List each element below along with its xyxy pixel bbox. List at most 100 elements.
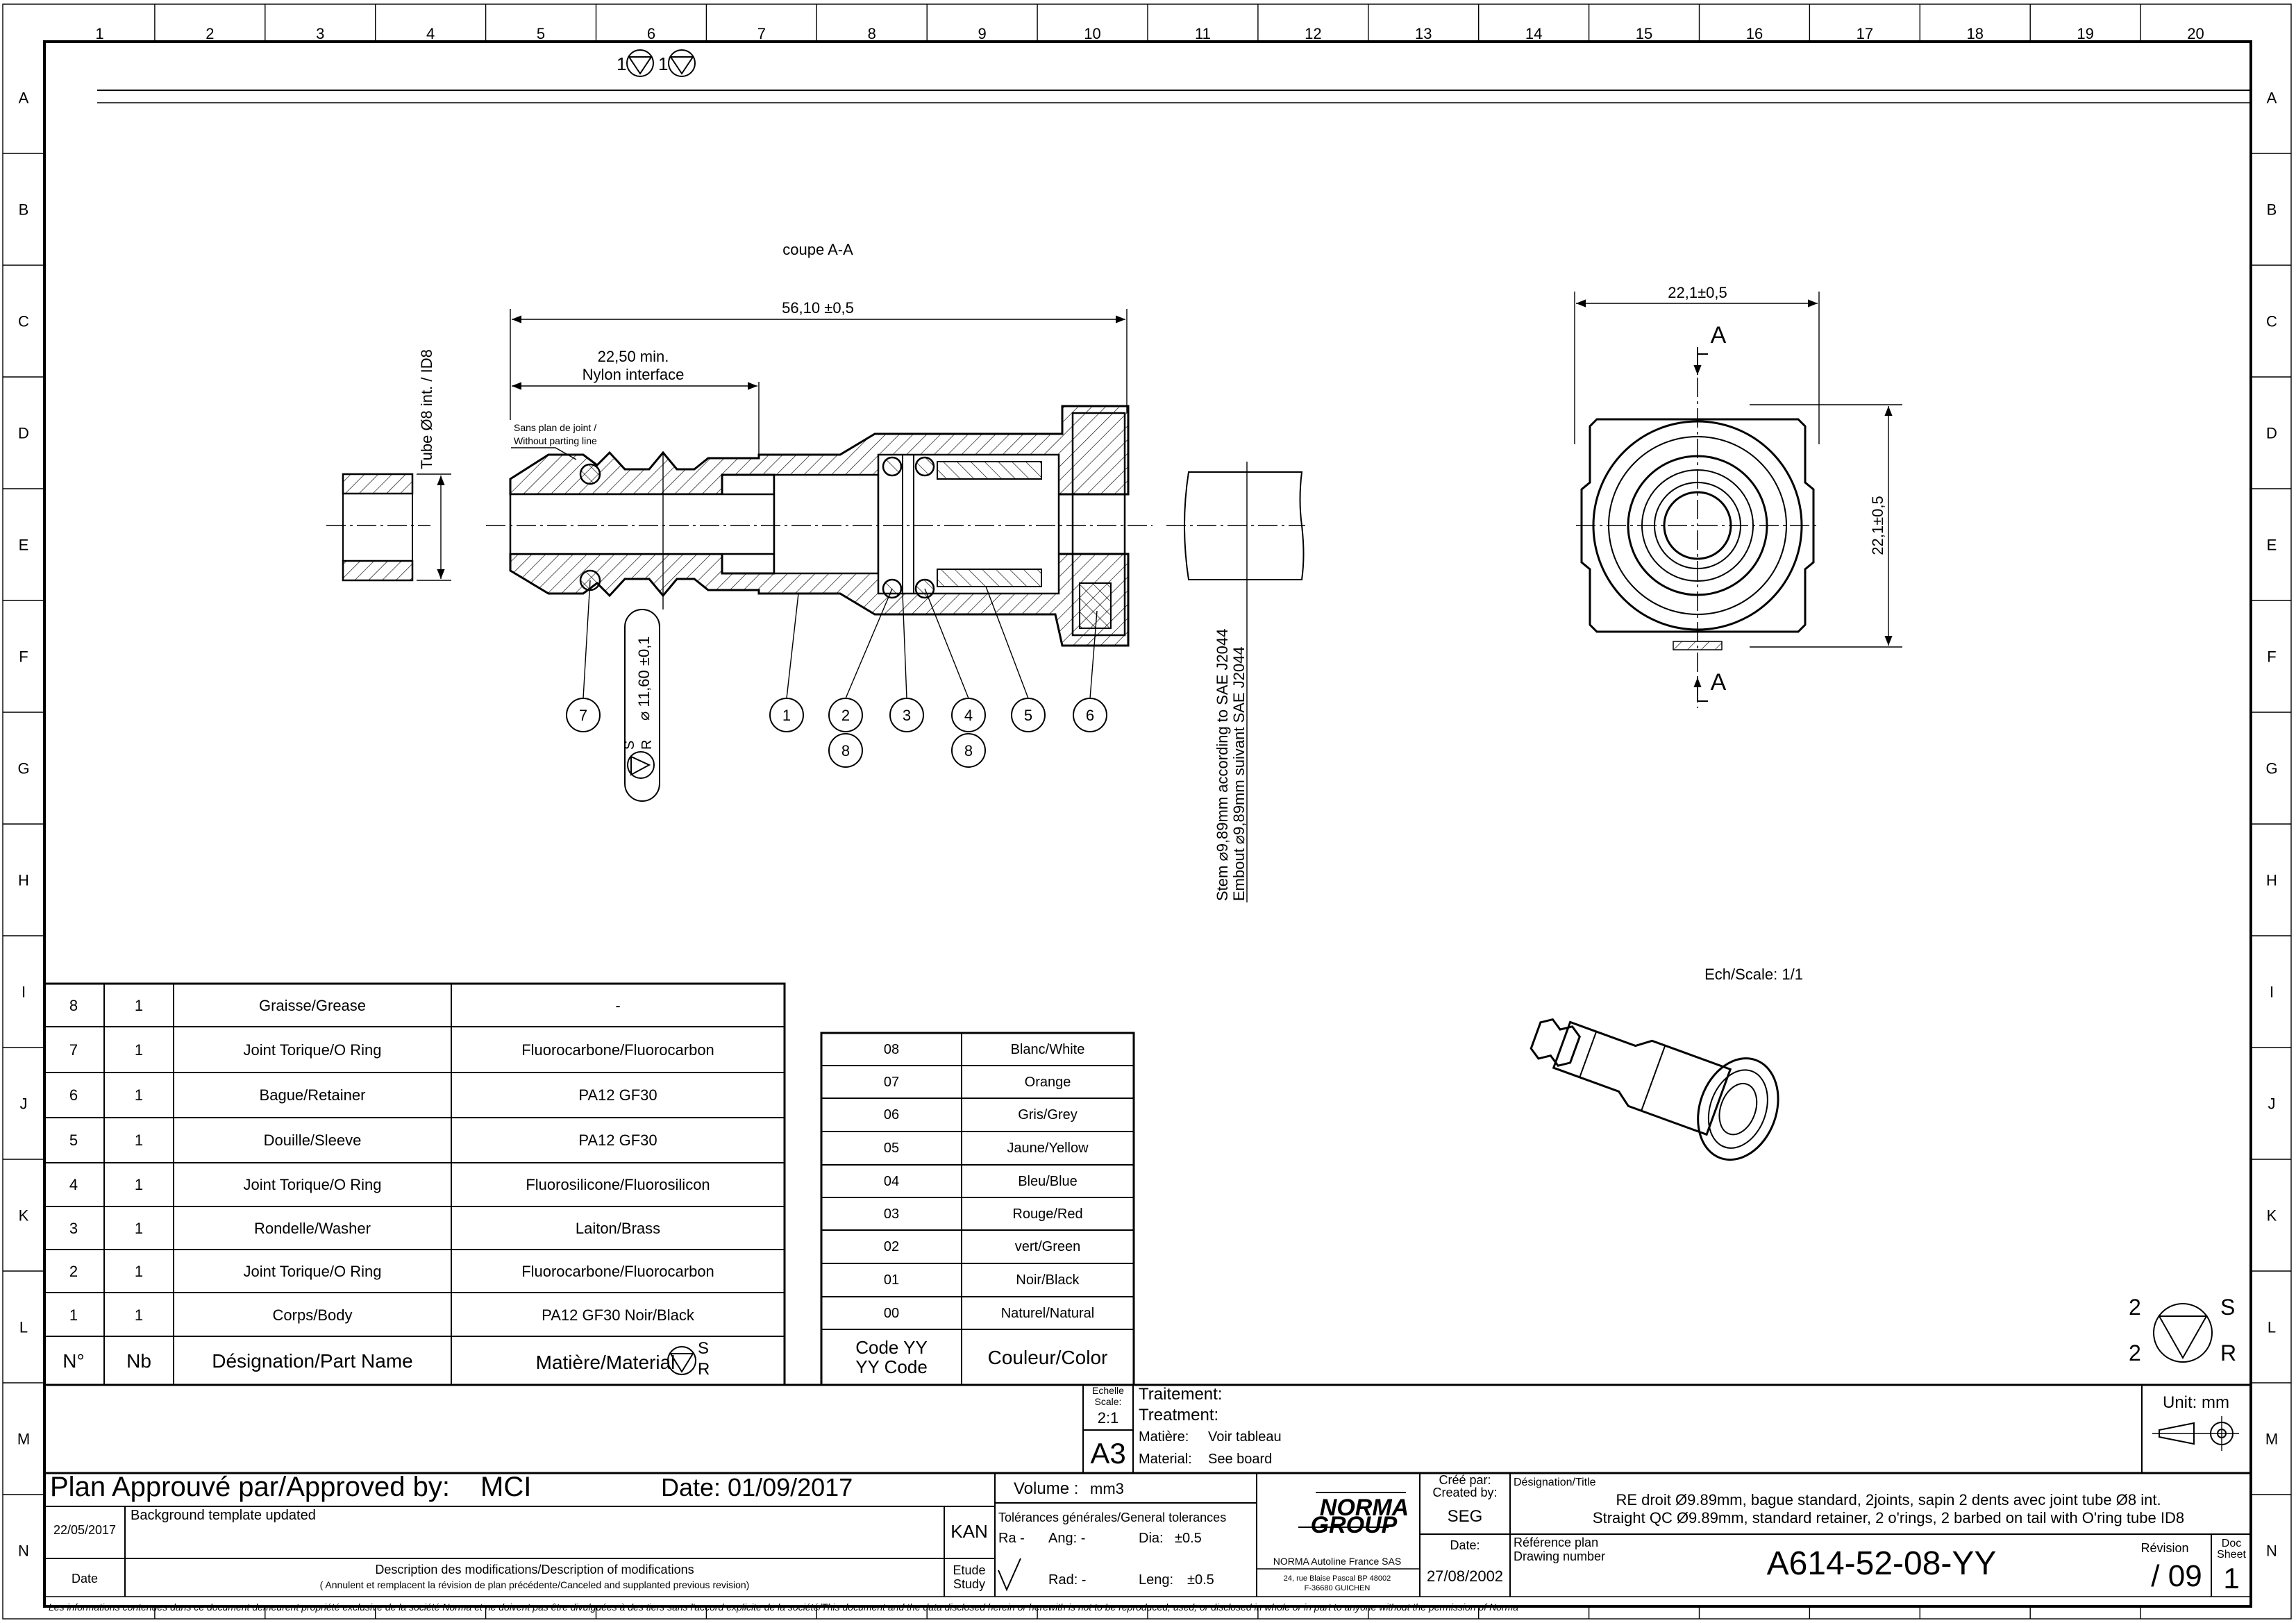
grid-row-label-right: C <box>2266 313 2277 330</box>
grid-row-label-left: D <box>18 425 29 442</box>
grid-column-label: 14 <box>1525 25 1542 42</box>
iso-scale-label: Ech/Scale: 1/1 <box>1704 966 1803 983</box>
nylon-dim: 22,50 min. <box>598 348 669 365</box>
roughness-check-icon <box>998 1558 1021 1592</box>
grid-column-label: 10 <box>1084 25 1100 42</box>
part-row-5-nb: 1 <box>135 1132 143 1149</box>
sheet-label-2: Sheet <box>2217 1549 2246 1561</box>
sheet-frame <box>2 3 2292 1620</box>
color-row-05-color: Jaune/Yellow <box>1007 1141 1089 1156</box>
part-row-4-nb: 1 <box>135 1176 143 1193</box>
grid-row-label-left: C <box>18 313 29 330</box>
rev-date: 22/05/2017 <box>53 1523 116 1537</box>
tolerance-len-label: Leng: <box>1139 1572 1173 1588</box>
balloon-8a: 8 <box>841 742 850 759</box>
color-row-07-color: Orange <box>1025 1075 1071 1090</box>
unit-label: Unit: mm <box>2163 1393 2229 1412</box>
created-date: 27/08/2002 <box>1427 1567 1503 1585</box>
front-outline <box>1580 418 1815 633</box>
grid-row-label-left: L <box>19 1319 28 1336</box>
grid-row-label-right: J <box>2268 1095 2276 1113</box>
format-value: A3 <box>1090 1437 1125 1470</box>
approved-date: Date: 01/09/2017 <box>661 1473 853 1502</box>
scale-label-2: Scale: <box>1095 1396 1122 1407</box>
grid-row-label-left: H <box>18 872 29 889</box>
grid-column-label: 12 <box>1305 25 1321 42</box>
created-label-en: Created by: <box>1432 1486 1497 1499</box>
part-row-6-name: Bague/Retainer <box>260 1086 366 1104</box>
study-fr: Etude <box>953 1563 985 1577</box>
grid-row-label-right: M <box>2265 1431 2278 1448</box>
created-label-fr: Créé par: <box>1439 1473 1491 1487</box>
part-row-4-material: Fluorosilicone/Fluorosilicon <box>526 1176 710 1193</box>
part-row-7-name: Joint Torique/O Ring <box>244 1041 382 1059</box>
ref-label-en: Drawing number <box>1514 1549 1605 1563</box>
parts-header-name: Désignation/Part Name <box>212 1350 412 1372</box>
part-row-1-material: PA12 GF30 Noir/Black <box>542 1306 695 1324</box>
front-width-dim: 22,1±0,5 <box>1668 284 1727 301</box>
balloon-2: 2 <box>841 707 850 724</box>
grid-row-label-right: E <box>2267 537 2277 554</box>
part-row-8-material: - <box>615 997 620 1014</box>
tube-label: Tube Ø8 int. / ID8 <box>418 349 435 469</box>
balloon-7: 7 <box>579 707 587 724</box>
surface-r: R <box>2220 1340 2236 1365</box>
part-row-7-nb: 1 <box>135 1041 143 1059</box>
parts-table: 8 1 Graisse/Grease - 7 1 Joint Torique/O… <box>43 982 786 1386</box>
header-symbol-right: 1 <box>658 53 668 74</box>
overall-dim: 56,10 ±0,5 <box>782 299 854 317</box>
color-row-06-color: Gris/Grey <box>1018 1107 1078 1122</box>
color-row-07-code: 07 <box>884 1075 899 1090</box>
parts-header-material: Matière/Material <box>536 1352 676 1373</box>
balloon-6: 6 <box>1086 707 1094 724</box>
grid-row-label-left: A <box>19 90 29 107</box>
part-row-6-nb: 1 <box>135 1086 143 1104</box>
tail-dim: ⌀ 11,60 ±0,1 <box>635 636 653 721</box>
color-header-code-2: YY Code <box>855 1356 928 1377</box>
color-row-02-color: vert/Green <box>1015 1239 1080 1254</box>
grid-column-label: 9 <box>978 25 987 42</box>
part-row-3-material: Laiton/Brass <box>576 1220 660 1237</box>
part-row-3-nb: 1 <box>135 1220 143 1237</box>
nylon-label: Nylon interface <box>583 366 685 383</box>
desc-header: Description des modifications/Descriptio… <box>375 1563 694 1576</box>
grid-column-label: 2 <box>206 25 214 42</box>
scale-value: 2:1 <box>1098 1409 1119 1427</box>
part-row-3-no: 3 <box>69 1220 78 1237</box>
grid-row-label-right: G <box>2265 760 2277 777</box>
treatment-en: Treatment: <box>1139 1406 1218 1424</box>
grid-row-label-left: K <box>19 1207 29 1225</box>
parts-header-no: N° <box>62 1350 84 1372</box>
color-row-02-code: 02 <box>884 1239 899 1254</box>
grid-column-label: 5 <box>537 25 545 42</box>
grid-row-label-right: H <box>2266 872 2277 889</box>
color-row-01-color: Noir/Black <box>1016 1272 1080 1288</box>
parting-note-fr: Sans plan de joint / <box>514 422 596 433</box>
grid-column-label: 8 <box>868 25 876 42</box>
color-row-06-code: 06 <box>884 1107 899 1122</box>
grid-row-label-left: M <box>17 1431 30 1448</box>
desc-sub: ( Annulent et remplacent la révision de … <box>320 1579 750 1590</box>
company-addr-2: F-36680 GUICHEN <box>1305 1584 1371 1592</box>
grid-column-label: 7 <box>757 25 766 42</box>
created-by: SEG <box>1448 1507 1483 1526</box>
designation-label: Désignation/Title <box>1514 1477 1596 1488</box>
header-symbol-left: 1 <box>617 53 626 74</box>
tolerance-dia: ±0.5 <box>1175 1531 1202 1546</box>
tolerance-rad: Rad: - <box>1048 1572 1086 1588</box>
sheet-label-1: Doc <box>2222 1538 2241 1549</box>
grid-column-label: 18 <box>1967 25 1984 42</box>
grid-row-label-right: D <box>2266 425 2277 442</box>
balloon-3: 3 <box>903 707 911 724</box>
part-row-6-material: PA12 GF30 <box>578 1086 657 1104</box>
part-row-3-name: Rondelle/Washer <box>254 1220 371 1237</box>
grid-column-label: 4 <box>426 25 435 42</box>
color-table: 08 Blanc/White 07 Orange 06 Gris/Grey 05… <box>820 1032 1135 1386</box>
revision-value: / 09 <box>2151 1559 2202 1593</box>
parts-header-sym-r: R <box>698 1360 710 1379</box>
grid-column-label: 17 <box>1857 25 1873 42</box>
header-surface-symbol: 1 1 <box>97 49 2251 103</box>
section-view: coupe A-A 56,10 ±0,5 22,50 min. Nylon in… <box>326 241 1305 902</box>
scale-label-1: Echelle <box>1092 1385 1124 1396</box>
